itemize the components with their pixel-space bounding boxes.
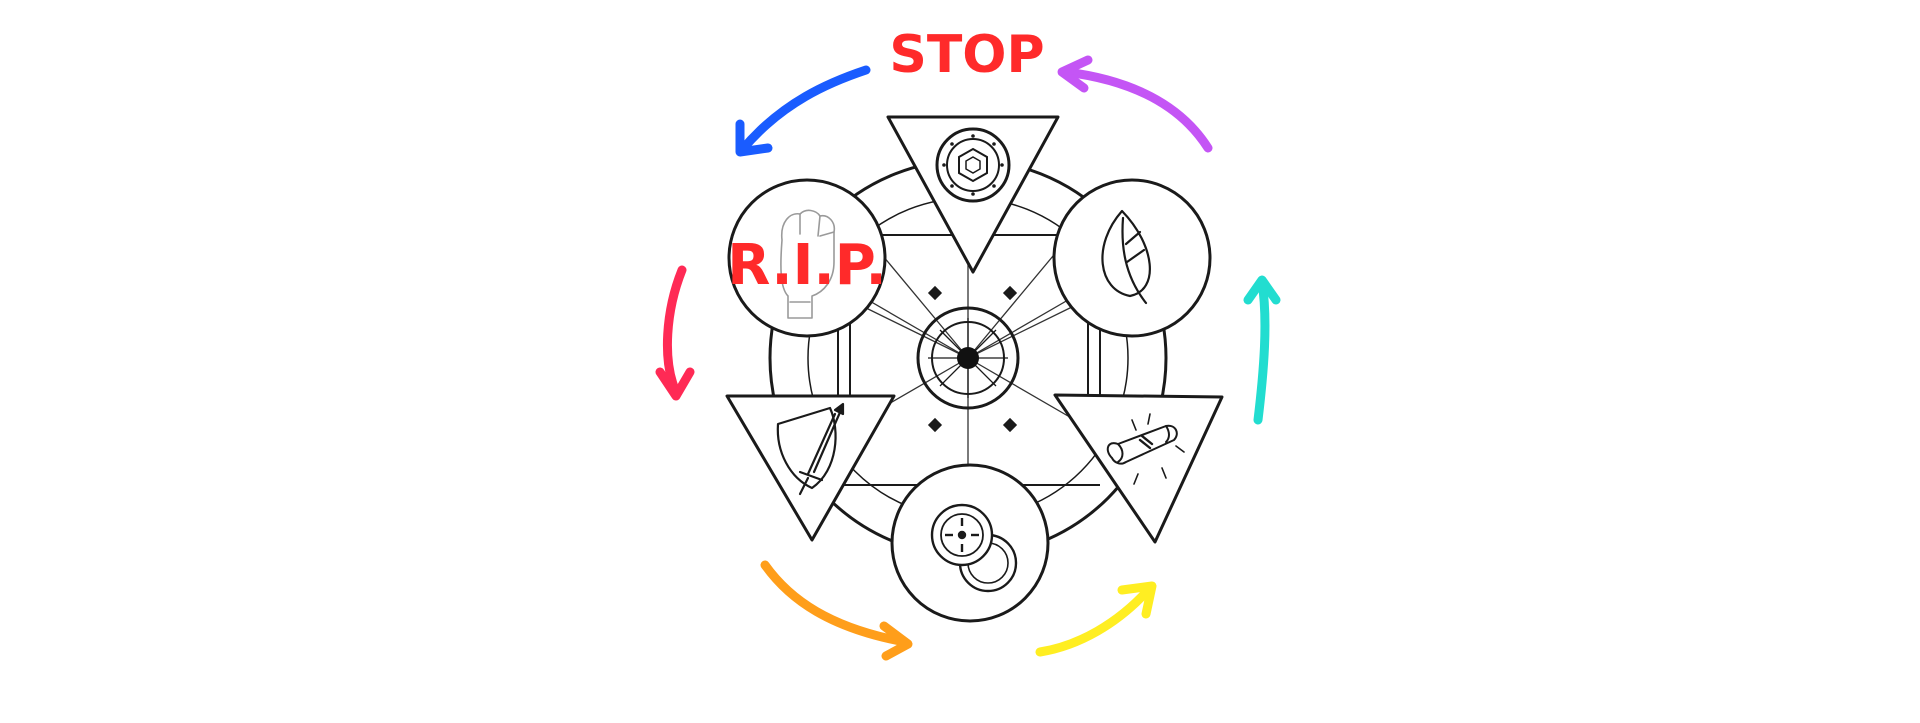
coins-icon — [930, 503, 1018, 593]
sword-shield-icon — [776, 402, 845, 496]
arrow-bottom-left — [760, 560, 913, 661]
cycle-arrows — [655, 55, 1281, 661]
node-lower-left-triangle — [725, 394, 896, 542]
arrow-top-right — [1057, 55, 1213, 153]
arrow-top-left — [735, 65, 871, 157]
scroll-icon — [1106, 413, 1185, 485]
arrow-left — [655, 265, 695, 401]
shield-round-icon — [935, 127, 1011, 203]
lower-right-triangle-shape — [1053, 393, 1224, 544]
rip-label: R.I.P. — [727, 233, 887, 298]
node-upper-right-circle — [1052, 178, 1212, 338]
hub-center-dot — [957, 347, 979, 369]
upper-left-circle-shape — [727, 178, 887, 338]
arrow-bottom-right — [1035, 581, 1157, 657]
node-bottom-circle — [890, 463, 1050, 623]
stop-label: STOP — [889, 25, 1044, 85]
raised-fist-icon — [780, 209, 836, 319]
arrow-right — [1243, 275, 1281, 425]
node-upper-left-circle: R.I.P. — [727, 178, 887, 338]
hub-outer — [916, 306, 1020, 410]
leaf-icon — [1101, 209, 1151, 305]
node-top-triangle — [886, 115, 1060, 274]
node-lower-right-triangle — [1053, 393, 1224, 544]
wheel-diamonds — [927, 285, 1018, 433]
